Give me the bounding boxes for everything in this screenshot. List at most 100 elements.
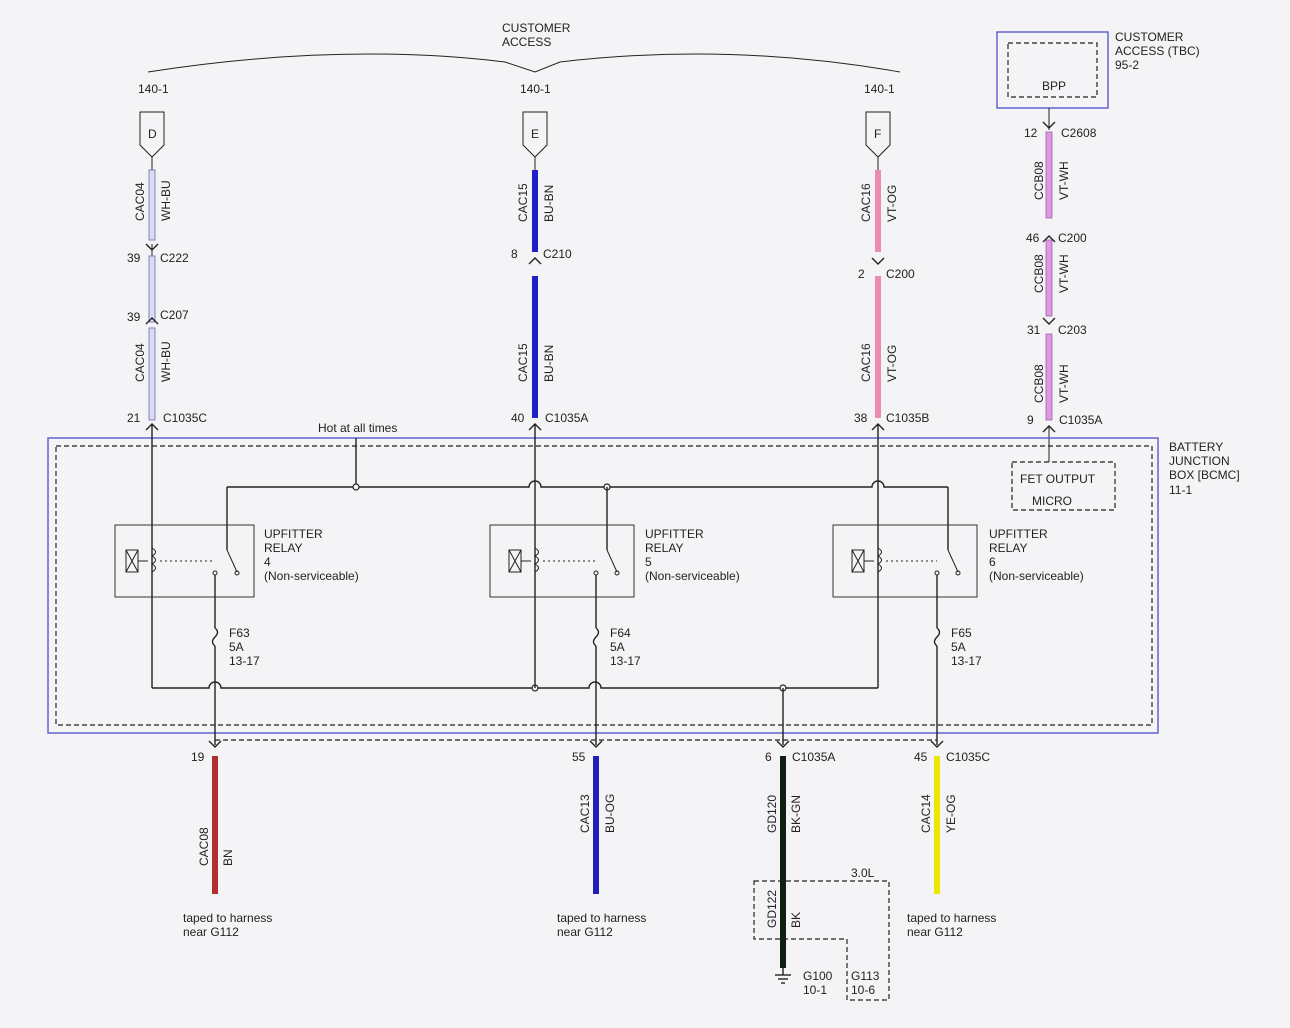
svg-text:13-17: 13-17 [229, 654, 260, 668]
svg-text:taped to harness: taped to harness [557, 911, 646, 925]
fet-output-micro [1011, 461, 1116, 511]
svg-text:6: 6 [989, 555, 996, 569]
svg-text:10-1: 10-1 [803, 983, 827, 997]
svg-text:UPFITTER: UPFITTER [645, 527, 704, 541]
svg-text:10-6: 10-6 [851, 983, 875, 997]
fet-label-2: MICRO [1032, 494, 1072, 508]
fuse-f65: F65 5A 13-17 [933, 575, 982, 745]
svg-text:BK-GN: BK-GN [789, 795, 803, 833]
c1-pin-3: 21 [127, 411, 141, 425]
wire-column-1: CAC04 WH-BU 39 C222 39 C207 CAC04 WH-BU … [127, 157, 207, 431]
svg-text:GD120: GD120 [765, 795, 779, 833]
svg-text:UPFITTER: UPFITTER [989, 527, 1048, 541]
fuse-f63: F63 5A 13-17 [211, 575, 260, 745]
tbc-label-2: ACCESS (TBC) [1115, 44, 1200, 58]
svg-text:UPFITTER: UPFITTER [264, 527, 323, 541]
svg-text:E: E [531, 127, 539, 141]
tbc-module: BPP CUSTOMER ACCESS (TBC) 95-2 [996, 30, 1200, 109]
tbc-label-3: 95-2 [1115, 58, 1139, 72]
c4-color-3: VT-WH [1057, 364, 1071, 403]
c4-pin-2: 31 [1027, 323, 1041, 337]
svg-text:4: 4 [264, 555, 271, 569]
connector-d: D [139, 111, 165, 158]
bottom-wire-1: 19 CAC08 BN taped to harness near G112 [183, 740, 272, 939]
svg-text:13-17: 13-17 [610, 654, 641, 668]
svg-text:CAC08: CAC08 [197, 827, 211, 866]
c3-circuit-2: CAC16 [859, 343, 873, 382]
svg-text:13-17: 13-17 [951, 654, 982, 668]
connector-f: F [865, 111, 891, 158]
bpp-label: BPP [1042, 79, 1066, 93]
c4-conn-3: C1035A [1059, 413, 1102, 427]
svg-text:YE-OG: YE-OG [944, 794, 958, 833]
svg-text:F65: F65 [951, 626, 972, 640]
c3-conn-3: C1035B [886, 411, 929, 425]
svg-text:BK: BK [789, 912, 803, 928]
c4-color-2: VT-WH [1057, 254, 1071, 293]
svg-text:RELAY: RELAY [645, 541, 683, 555]
c3-conn-1: C200 [886, 267, 915, 281]
svg-text:F64: F64 [610, 626, 631, 640]
fet-label-1: FET OUTPUT [1020, 472, 1096, 486]
c1-pin-2: 39 [127, 310, 141, 324]
svg-text:CAC13: CAC13 [578, 794, 592, 833]
c4-conn-1: C200 [1058, 231, 1087, 245]
svg-text:5: 5 [645, 555, 652, 569]
wire-column-3: CAC16 VT-OG 2 C200 CAC16 VT-OG 38 C1035B [854, 157, 929, 431]
ref-f: 140-1 [864, 82, 895, 96]
c1-conn-3: C1035C [163, 411, 207, 425]
c1-pin-1: 39 [127, 251, 141, 265]
c4-color-1: VT-WH [1057, 161, 1071, 200]
svg-text:(Non-serviceable): (Non-serviceable) [264, 569, 359, 583]
c3-circuit-1: CAC16 [859, 183, 873, 222]
c4-pin-1: 46 [1026, 231, 1040, 245]
svg-text:BU-OG: BU-OG [603, 794, 617, 833]
wire-column-2: CAC15 BU-BN 8 C210 CAC15 BU-BN 40 C1035A [511, 157, 588, 431]
c4-pin-3: 9 [1027, 413, 1034, 427]
fuse-f64: F64 5A 13-17 [592, 575, 641, 745]
svg-text:G100: G100 [803, 969, 833, 983]
c2-color-2: BU-BN [542, 345, 556, 382]
ref-e: 140-1 [520, 82, 551, 96]
svg-text:5A: 5A [951, 640, 966, 654]
svg-text:5A: 5A [610, 640, 625, 654]
c1-color-2: WH-BU [159, 341, 173, 382]
upfitter-relay-5: UPFITTER RELAY 5 (Non-serviceable) [489, 524, 740, 598]
c4-circuit-2: CCB08 [1032, 254, 1046, 293]
upfitter-relay-6: UPFITTER RELAY 6 (Non-serviceable) [832, 524, 1084, 598]
svg-text:3.0L: 3.0L [851, 866, 875, 880]
bjb-label-1: BATTERY [1169, 440, 1223, 454]
svg-text:BN: BN [221, 849, 235, 866]
c1-circuit-1: CAC04 [133, 182, 147, 221]
svg-text:taped to harness: taped to harness [183, 911, 272, 925]
c2-circuit-2: CAC15 [516, 343, 530, 382]
c1-conn-2: C207 [160, 308, 189, 322]
c2-color-1: BU-BN [542, 185, 556, 222]
c2-pin-3: 40 [511, 411, 525, 425]
svg-text:taped to harness: taped to harness [907, 911, 996, 925]
bjb-label-3: BOX [BCMC] [1169, 468, 1240, 482]
svg-text:45: 45 [914, 750, 928, 764]
ref-d: 140-1 [138, 82, 169, 96]
c1-color-1: WH-BU [159, 180, 173, 221]
svg-text:C1035C: C1035C [946, 750, 990, 764]
svg-text:5A: 5A [229, 640, 244, 654]
variant-3-0l-box [753, 880, 890, 1001]
c4-conn-2: C203 [1058, 323, 1087, 337]
c2-pin-1: 8 [511, 247, 518, 261]
bjb-label-2: JUNCTION [1169, 454, 1230, 468]
svg-text:near G112: near G112 [557, 925, 613, 939]
wire-column-4: 12 C2608 CCB08 VT-WH 46 C200 CCB08 VT-WH… [1024, 108, 1102, 462]
battery-junction-box: BATTERY JUNCTION BOX [BCMC] 11-1 Hot at … [47, 421, 1240, 745]
c2-circuit-1: CAC15 [516, 183, 530, 222]
svg-text:D: D [148, 127, 157, 141]
c1-circuit-2: CAC04 [133, 343, 147, 382]
customer-access-brace: CUSTOMER ACCESS [147, 21, 901, 73]
c4-circuit-1: CCB08 [1032, 161, 1046, 200]
svg-text:F: F [874, 127, 881, 141]
svg-text:RELAY: RELAY [264, 541, 302, 555]
svg-text:6: 6 [765, 750, 772, 764]
bjb-label-4: 11-1 [1169, 483, 1192, 497]
svg-text:F63: F63 [229, 626, 250, 640]
svg-text:GD122: GD122 [765, 890, 779, 928]
